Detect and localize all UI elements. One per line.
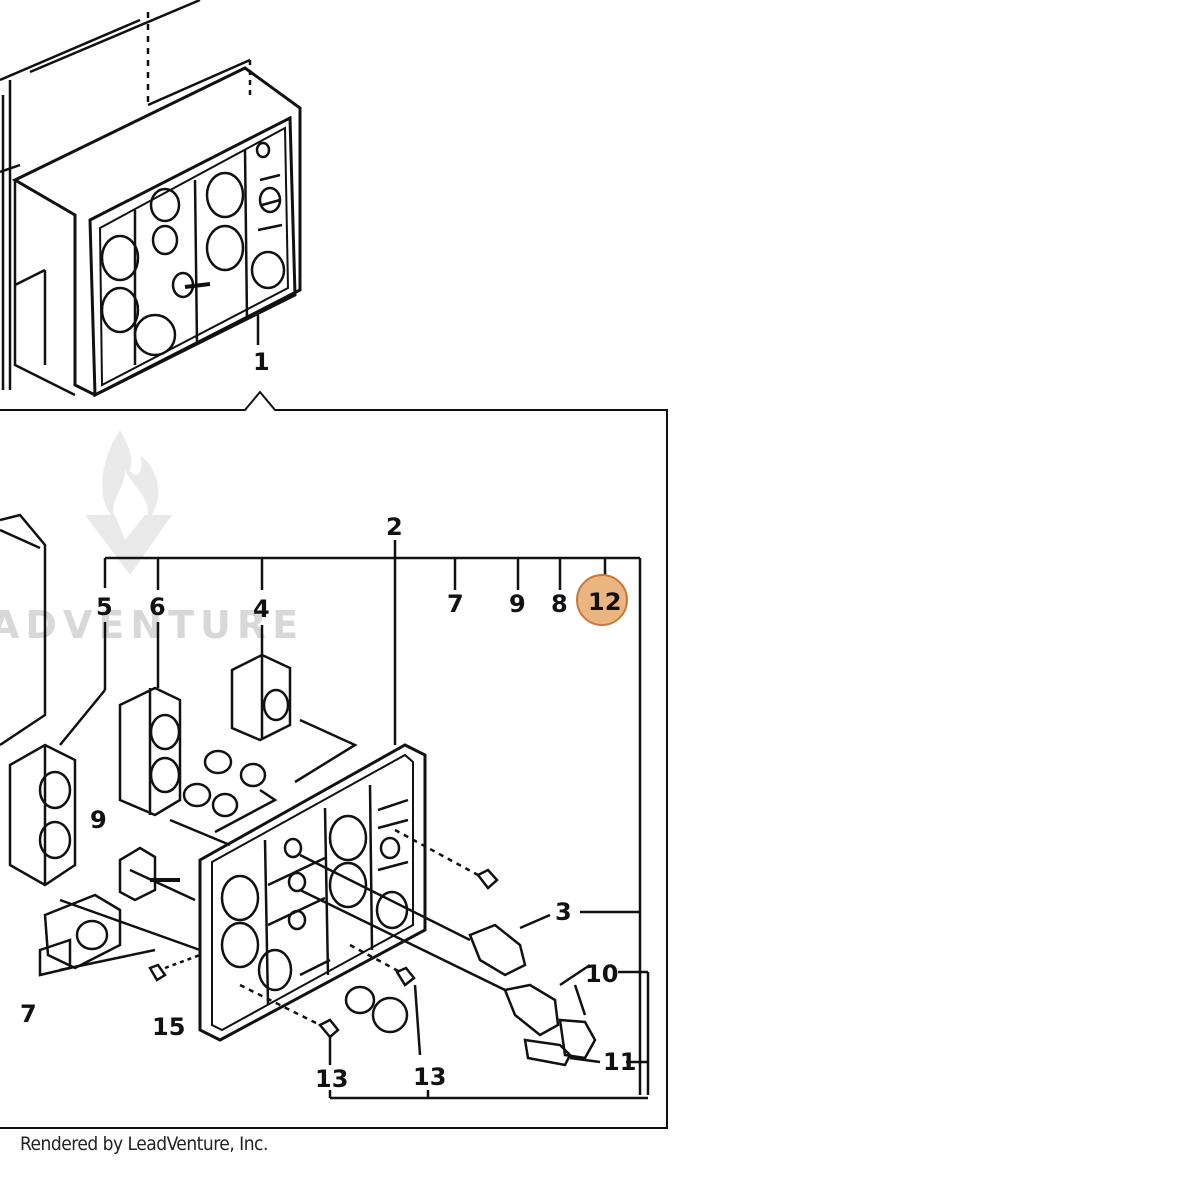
callout-labels: 1 2 5 6 4 7 9 8 12 9 3 10 7 15 11 13 13 [20, 348, 636, 1093]
footer-credit: Rendered by LeadVenture, Inc. [20, 1133, 268, 1155]
callout-13-left[interactable]: 13 [315, 1065, 348, 1093]
callout-2[interactable]: 2 [386, 513, 403, 541]
exploded-view [0, 513, 650, 1100]
callout-8[interactable]: 8 [551, 590, 568, 618]
callout-10[interactable]: 10 [585, 960, 618, 988]
callout-12[interactable]: 12 [588, 588, 621, 616]
callout-13-right[interactable]: 13 [413, 1063, 446, 1091]
callout-6[interactable]: 6 [149, 593, 166, 621]
callout-1[interactable]: 1 [253, 348, 270, 376]
watermark-text: ADVENTURE [0, 603, 304, 647]
callout-7-bottom[interactable]: 7 [20, 1000, 37, 1028]
callout-5[interactable]: 5 [96, 593, 113, 621]
watermark-logo [85, 430, 172, 575]
callout-9-top[interactable]: 9 [509, 590, 526, 618]
assembly-bracket [0, 390, 668, 1129]
callout-4[interactable]: 4 [253, 595, 270, 623]
highlight-circle[interactable] [576, 574, 628, 626]
callout-9-left[interactable]: 9 [90, 806, 107, 834]
callout-3[interactable]: 3 [555, 898, 572, 926]
callout-11[interactable]: 11 [603, 1048, 636, 1076]
upper-panel-assembly [0, 0, 302, 398]
callout-15[interactable]: 15 [152, 1013, 185, 1041]
callout-7-top[interactable]: 7 [447, 590, 464, 618]
